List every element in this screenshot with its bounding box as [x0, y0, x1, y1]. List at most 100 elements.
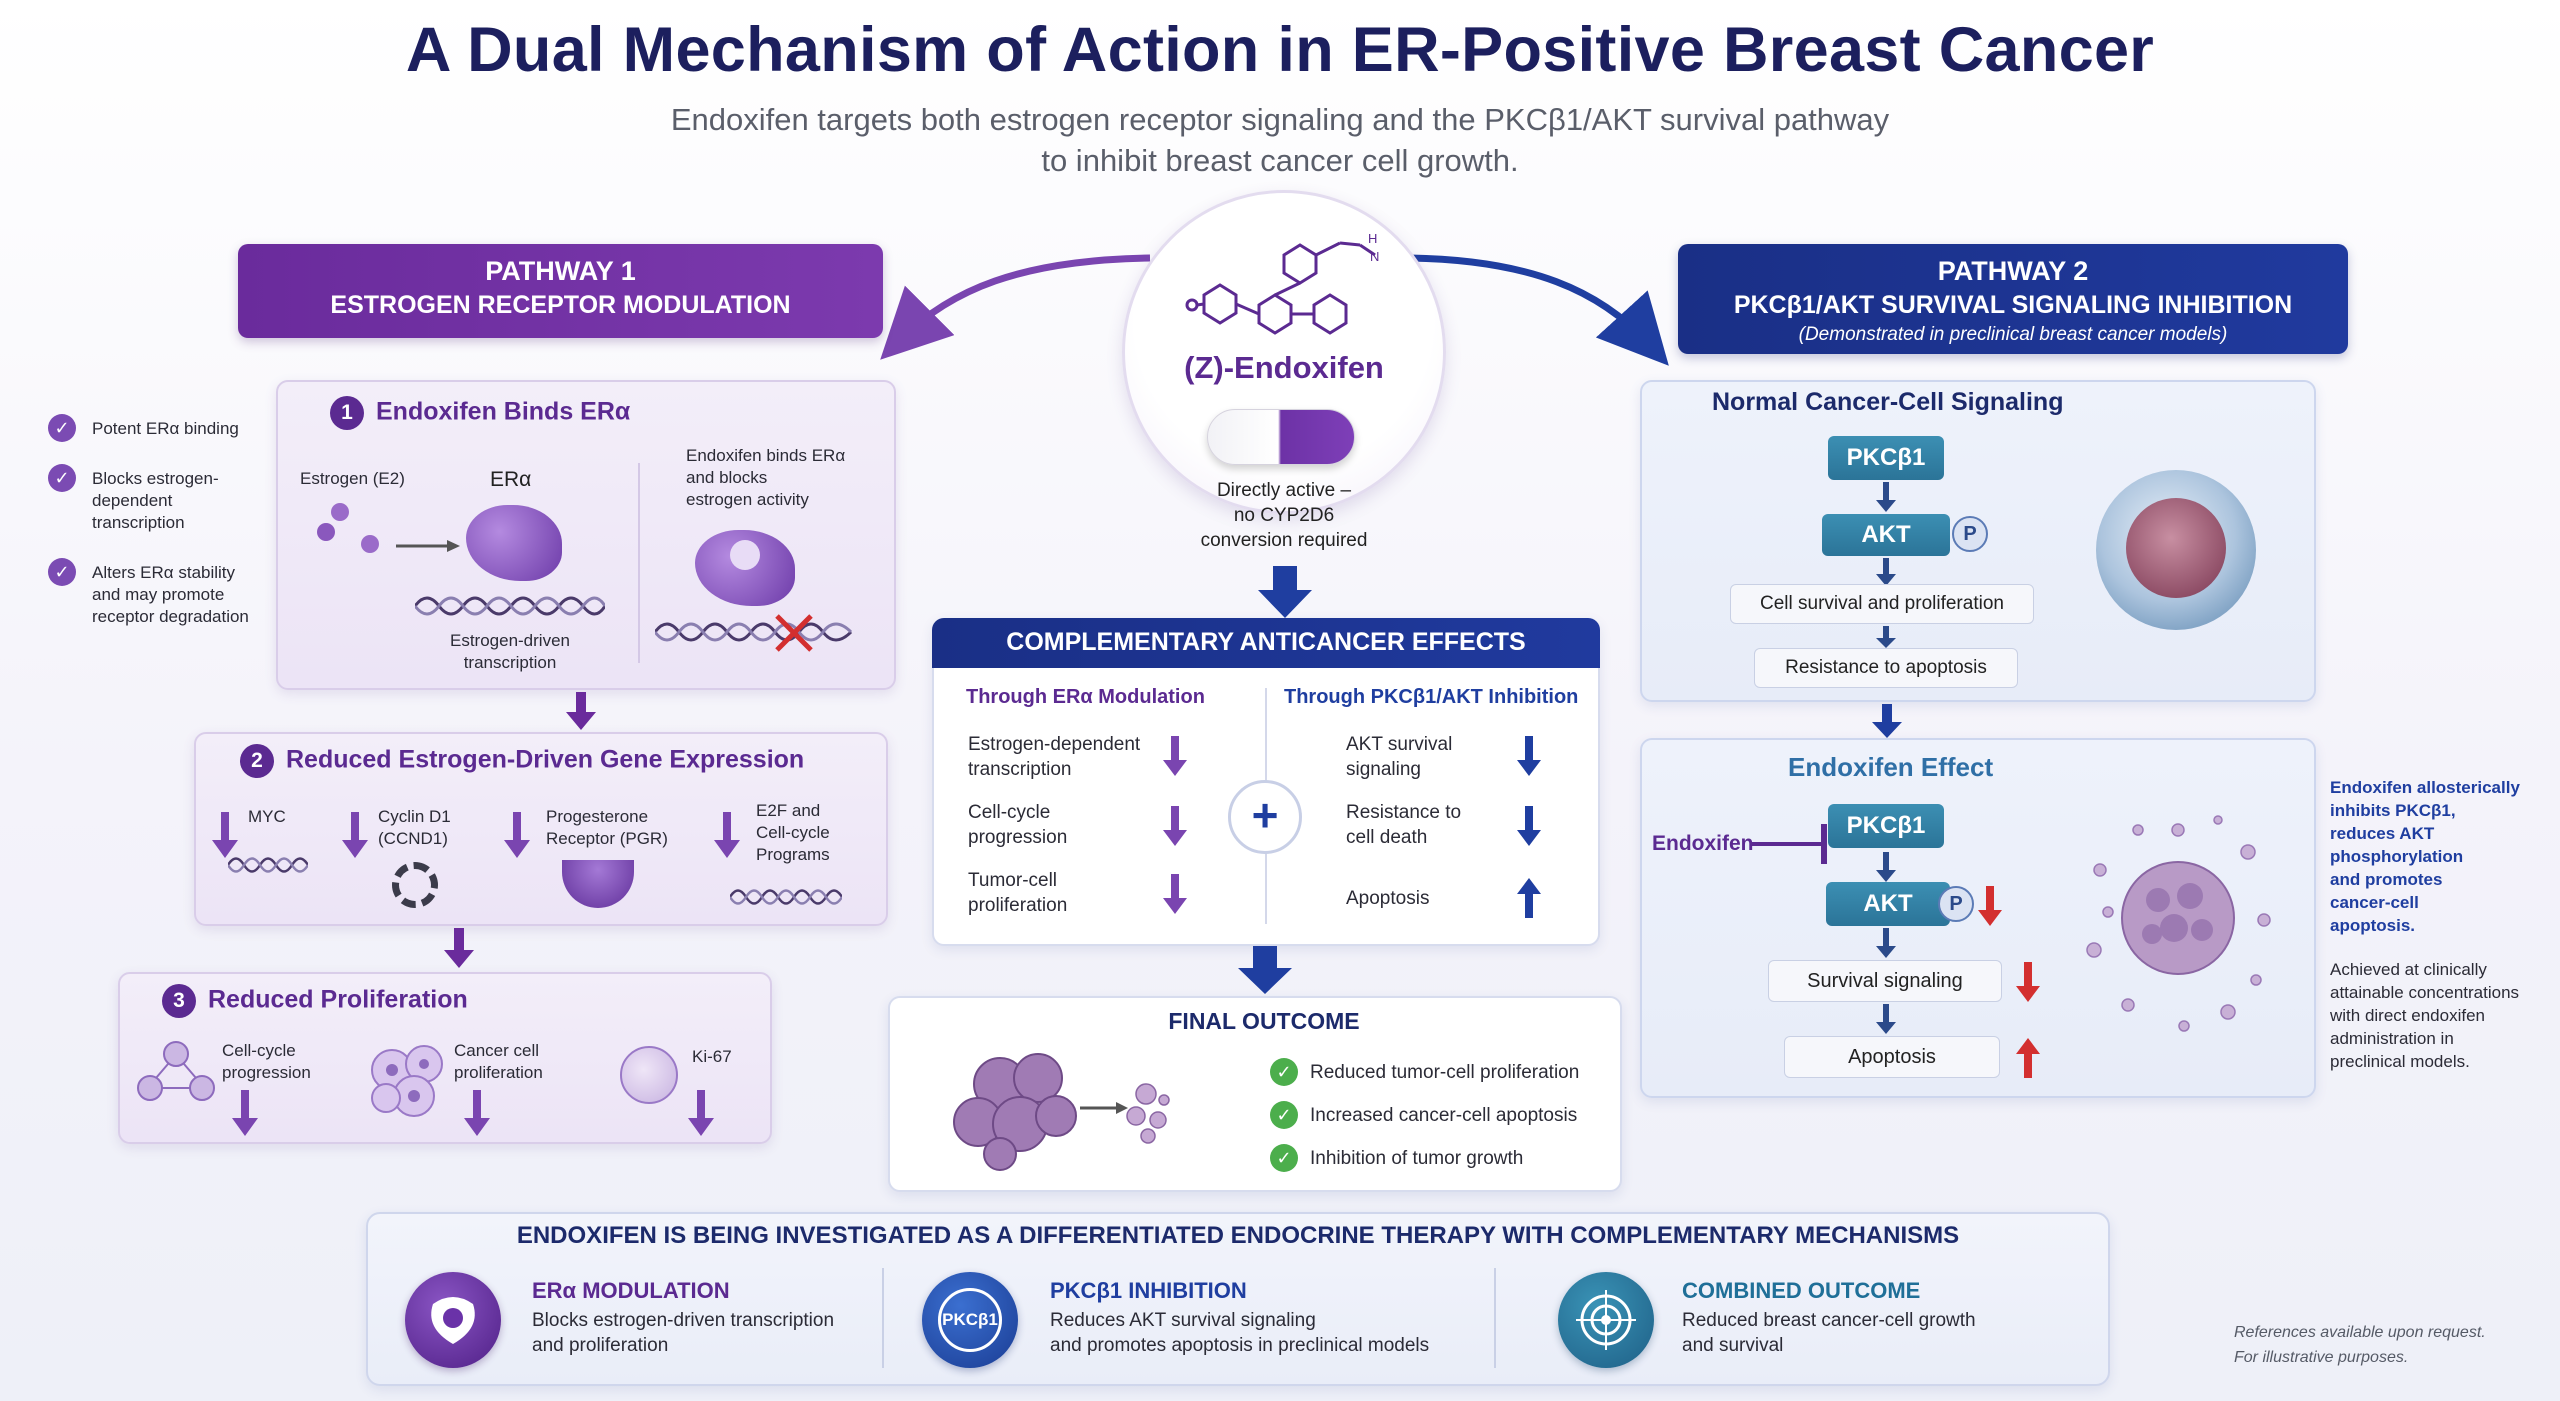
akt-chip: AKT [1822, 514, 1950, 556]
cancer-cells-icon [371, 1045, 443, 1117]
page-subtitle: Endoxifen targets both estrogen receptor… [0, 99, 2560, 181]
right-effect-3: Apoptosis [1346, 888, 1430, 909]
down-arrow-effect-1 [1876, 852, 1896, 882]
cancer-cell-icon [2096, 470, 2256, 630]
tumor-shrink-icon [953, 1053, 1170, 1171]
down-arrow-pgr [504, 812, 530, 858]
gene-cyclin: Cyclin D1 (CCND1) [378, 807, 451, 848]
up-arrow-right-3 [1517, 878, 1541, 918]
era-receptor-icon [466, 505, 562, 581]
red-down-arrow-phospho [1978, 886, 2002, 926]
estrogen-label: Estrogen (E2) [300, 469, 405, 488]
down-arrow-proliferation [464, 1090, 490, 1136]
ki67-cell-icon [620, 1046, 678, 1104]
down-arrow-normal-2 [1876, 558, 1896, 586]
subtitle-line-1: Endoxifen targets both estrogen receptor… [670, 102, 1890, 137]
down-arrow-left-3 [1163, 874, 1187, 914]
complementary-header: COMPLEMENTARY ANTICANCER EFFECTS [1006, 628, 1526, 656]
e2f-dna-icon [730, 889, 842, 905]
banner-divider-1 [882, 1268, 884, 1368]
banner-divider-2 [1494, 1268, 1496, 1368]
down-arrow-ki67 [688, 1090, 714, 1136]
final-item-1: Reduced tumor-cell proliferation [1310, 1062, 1580, 1083]
svg-text:H: H [1368, 231, 1377, 246]
item-ki67: Ki-67 [692, 1047, 732, 1066]
down-arrow-normal-3 [1876, 626, 1896, 648]
molecule-structure-icon: H N [1185, 231, 1379, 335]
svg-text:N: N [1370, 249, 1379, 264]
down-arrow-myc [212, 812, 238, 858]
pkc-chip: PKCβ1 [1828, 436, 1944, 480]
red-down-arrow-survival [2016, 962, 2040, 1002]
check-icon: ✓ [1270, 1058, 1298, 1086]
banner-item-1-title: ERα MODULATION [532, 1278, 730, 1303]
survival-box: Cell survival and proliferation [1730, 584, 2034, 624]
check-icon: ✓ [1270, 1101, 1298, 1129]
drug-name: (Z)-Endoxifen [1184, 350, 1384, 385]
final-item-2: Increased cancer-cell apoptosis [1310, 1105, 1578, 1126]
effect-pkc-chip: PKCβ1 [1828, 804, 1944, 848]
down-arrow-left-1 [1163, 736, 1187, 776]
banner-item-2-title: PKCβ1 INHIBITION [1050, 1278, 1247, 1303]
effect-akt-chip: AKT [1826, 882, 1950, 926]
down-arrow-pathway2 [1872, 704, 1902, 738]
effect-title: Endoxifen Effect [1788, 752, 1994, 782]
red-up-arrow-apoptosis [2016, 1038, 2040, 1078]
down-arrow-center-2 [1238, 946, 1292, 994]
check-icon: ✓ [48, 464, 76, 492]
bottom-banner [366, 1212, 2110, 1386]
resistance-box: Resistance to apoptosis [1754, 648, 2018, 688]
step2-panel [194, 732, 888, 926]
pathway1-header: PATHWAY 1 ESTROGEN RECEPTOR MODULATION [238, 244, 883, 338]
down-arrow-cell-cycle [232, 1090, 258, 1136]
capsule-icon [1207, 409, 1355, 465]
effect-phospho-icon: P [1938, 886, 1974, 922]
check-icon: ✓ [48, 558, 76, 586]
down-arrow-e2f [714, 812, 740, 858]
check-icon: ✓ [1270, 1144, 1298, 1172]
down-arrow-left-2 [1163, 806, 1187, 846]
down-arrow-right-2 [1517, 806, 1541, 846]
step1-divider [638, 463, 640, 663]
subtitle-line-2: to inhibit breast cancer cell growth. [1041, 143, 1519, 178]
left-column-title: Through ERα Modulation [966, 686, 1205, 708]
binds-label: Endoxifen binds ERα and blocks estrogen … [686, 446, 846, 509]
complementary-header-bar [932, 618, 1600, 668]
target-icon [1576, 1290, 1636, 1350]
down-arrow-effect-2 [1876, 928, 1896, 958]
final-outcome-title: FINAL OUTCOME [1168, 1008, 1360, 1034]
pathway2-header: PATHWAY 2 PKCβ1/AKT SURVIVAL SIGNALING I… [1678, 244, 2348, 354]
item-cell-cycle: Cell-cycle progression [222, 1041, 311, 1082]
inhibition-bar-icon [1752, 824, 1827, 864]
cell-cycle-icon [137, 1041, 215, 1101]
receptor-glyph-icon [431, 1297, 475, 1344]
footnote: References available upon request. For i… [2234, 1324, 2486, 1366]
right-column-title: Through PKCβ1/AKT Inhibition [1284, 686, 1579, 708]
check-icon: ✓ [48, 414, 76, 442]
down-arrow-center-1 [1258, 566, 1312, 618]
gene-myc: MYC [248, 807, 286, 826]
final-item-3: Inhibition of tumor growth [1310, 1148, 1524, 1169]
dna-strand-icon [415, 596, 605, 616]
pkc-icon-label: PKCβ1 [938, 1288, 1002, 1352]
down-arrow-step1-2 [566, 692, 596, 730]
transcription-label: Estrogen-driven transcription [449, 631, 570, 672]
arrow-to-pathway2 [1409, 254, 1669, 366]
gene-pgr: Progesterone Receptor (PGR) [546, 807, 668, 848]
down-arrow-cyclin [342, 812, 368, 858]
down-arrow-effect-3 [1876, 1004, 1896, 1034]
bottom-banner-title: ENDOXIFEN IS BEING INVESTIGATED AS A DIF… [516, 1222, 1960, 1249]
down-arrow-right-1 [1517, 736, 1541, 776]
apoptotic-cell-icon [2086, 815, 2271, 1032]
effect-apoptosis-box: Apoptosis [1784, 1036, 2000, 1078]
cyclin-ring-icon [392, 862, 438, 908]
plus-icon: + [1228, 780, 1302, 854]
